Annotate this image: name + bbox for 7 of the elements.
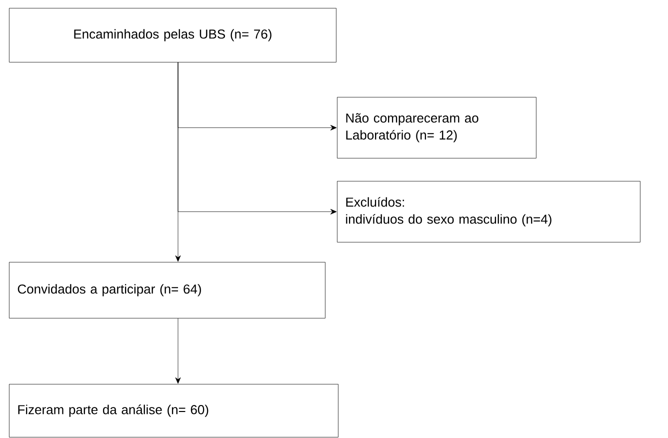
process-box: Encaminhados pelas UBS (n= 76): [9, 8, 336, 62]
process-box: Excluídos: indivíduos do sexo masculino (n=4): [337, 181, 640, 242]
arrow: [175, 62, 181, 262]
arrow: [175, 318, 181, 384]
process-box: Não compareceram ao Laboratório (n= 12): [337, 97, 536, 158]
process-box: Fizeram parte da análise (n= 60): [9, 384, 338, 438]
process-box: Convidados a participar (n= 64): [9, 262, 326, 318]
